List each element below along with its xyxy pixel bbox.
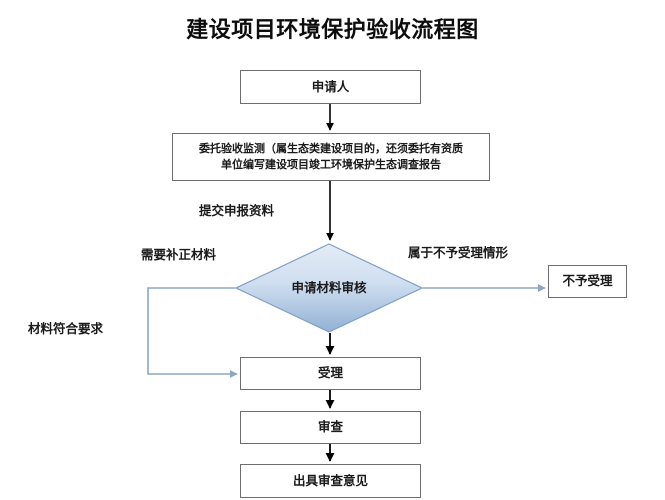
node-entrust-line2: 单位编写建设项目竣工环境保护生态调查报告 <box>221 158 441 171</box>
edge-label-not-accepted-case: 属于不予受理情形 <box>408 245 509 260</box>
node-entrust-monitoring[interactable]: 委托验收监测（属生态类建设项目的，还须委托有资质 单位编写建设项目竣工环境保护生… <box>172 133 490 181</box>
node-not-accepted[interactable]: 不予受理 <box>548 265 627 298</box>
node-accept[interactable]: 受理 <box>240 357 421 390</box>
node-issue-review-opinion[interactable]: 出具审查意见 <box>240 464 421 498</box>
node-entrust-line1: 委托验收监测（属生态类建设项目的，还须委托有资质 <box>199 142 463 156</box>
node-applicant[interactable]: 申请人 <box>240 70 421 104</box>
node-decision-material-review[interactable]: 申请材料审核 <box>234 243 424 333</box>
edge-decision-amend-loop <box>147 287 238 378</box>
edge-label-materials-conform: 材料符合要求 <box>28 321 104 336</box>
edge-label-needs-amendment: 需要补正材料 <box>141 247 217 262</box>
node-review[interactable]: 审查 <box>240 411 421 444</box>
page-title: 建设项目环境保护验收流程图 <box>186 18 479 43</box>
edge-label-submit-materials: 提交申报资料 <box>199 203 275 218</box>
diamond-shape <box>234 243 424 333</box>
